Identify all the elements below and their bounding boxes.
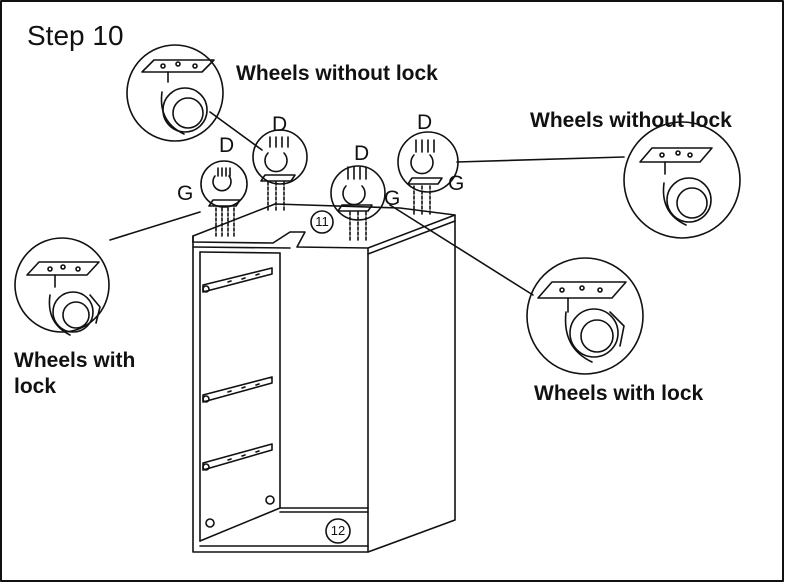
label-wheels-with-lock-right: Wheels with lock (534, 382, 704, 405)
cabinet-body (192, 203, 456, 553)
caster-callout-right-bottom (526, 257, 644, 375)
caster-detail-2 (252, 129, 308, 213)
step-title: Step 10 (27, 20, 124, 51)
label-wheels-without-lock-right: Wheels without lock (530, 109, 732, 132)
caster-callout-top (126, 44, 224, 142)
part-letter-g: G (384, 187, 401, 210)
leader-line (456, 156, 625, 163)
part-letter-d: D (272, 113, 288, 136)
panel-11-circle (310, 210, 334, 234)
leader-line (389, 204, 534, 296)
label-wheels-without-lock-top: Wheels without lock (236, 62, 438, 85)
leader-line (209, 111, 263, 151)
cam-hole (205, 518, 215, 528)
cam-hole (265, 495, 275, 505)
caster-detail-3 (330, 165, 386, 243)
drawer-slides (202, 267, 273, 471)
panel-12-circle (325, 518, 351, 544)
caster-callout-right (623, 121, 741, 239)
part-letter-g: G (177, 182, 194, 205)
part-letter-d: D (219, 134, 235, 157)
part-letter-d: D (354, 142, 370, 165)
label-wheels-with-lock-left: Wheels with lock (14, 349, 136, 398)
panel-number-12: 12 (330, 523, 346, 538)
part-letter-d: D (417, 111, 433, 134)
panel-number-11: 11 (315, 214, 329, 229)
caster-detail-1 (200, 160, 248, 239)
caster-callout-left (14, 237, 110, 336)
leader-line (109, 211, 201, 241)
part-letter-g: G (448, 172, 465, 195)
